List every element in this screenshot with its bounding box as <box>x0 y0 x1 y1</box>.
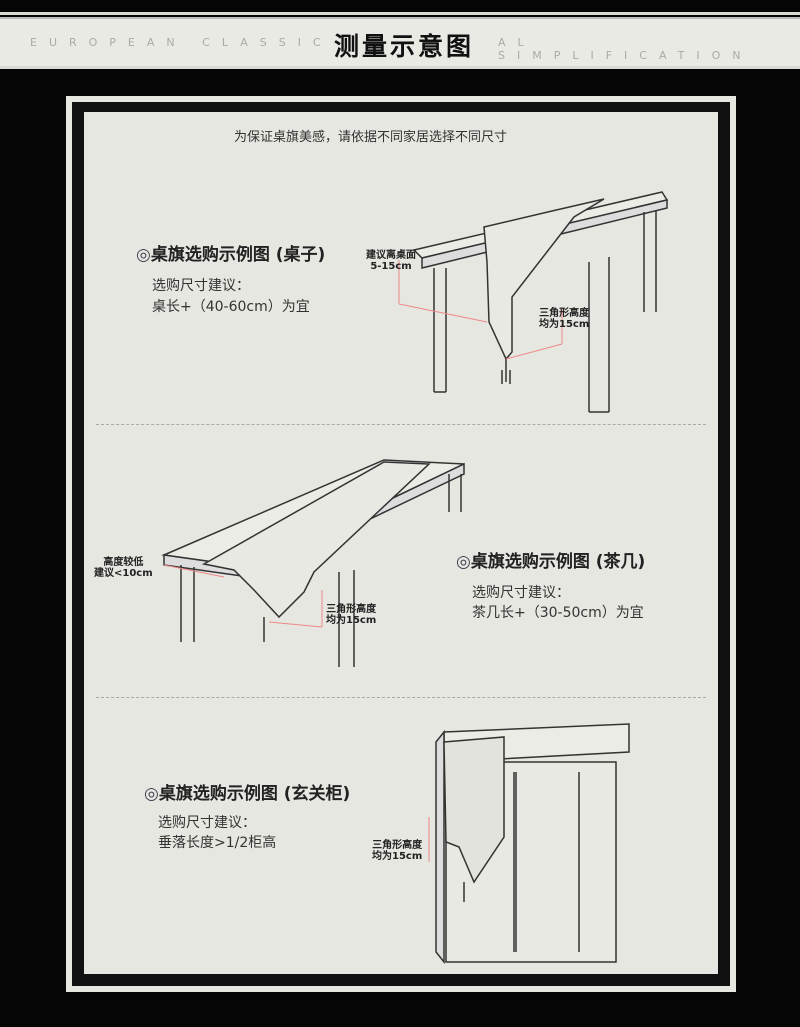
section-divider <box>96 424 706 425</box>
cabinet-drawing <box>428 723 630 965</box>
header-left-text: EUROPEAN CLASSIC <box>30 36 333 49</box>
intro-text: 为保证桌旗美感，请依据不同家居选择不同尺寸 <box>234 130 508 145</box>
content-panel: 为保证桌旗美感，请依据不同家居选择不同尺寸 ◎桌旗选购示例图 (桌子) 选购尺寸… <box>84 112 718 974</box>
size-advice-label: 选购尺寸建议： <box>158 815 256 831</box>
section-heading-coffee-table: ◎桌旗选购示例图 (茶几) <box>456 547 645 572</box>
bullet-icon: ◎ <box>136 245 151 265</box>
page-title: 测量示意图 <box>334 32 475 61</box>
heading-text: 桌旗选购示例图 (茶几) <box>470 552 646 572</box>
bullet-icon: ◎ <box>144 784 159 804</box>
heading-text: 桌旗选购示例图 (玄关柜) <box>158 784 351 804</box>
size-advice-label: 选购尺寸建议： <box>472 585 570 601</box>
dimension-label: 高度较低建议<10cm <box>94 557 153 579</box>
bullet-icon: ◎ <box>456 552 471 572</box>
coffee-table-drawing <box>161 459 465 667</box>
dimension-label: 三角形高度均为15cm <box>326 604 377 626</box>
section-heading-cabinet: ◎桌旗选购示例图 (玄关柜) <box>144 779 350 804</box>
size-advice-value: 垂落长度>1/2柜高 <box>158 835 277 851</box>
dimension-label: 三角形高度均为15cm <box>372 840 423 862</box>
size-advice-value: 桌长+（40-60cm）为宜 <box>152 299 310 315</box>
dining-table-drawing <box>398 191 669 413</box>
furniture-illustrations <box>161 191 669 965</box>
section-divider <box>96 697 706 698</box>
header-right-text: AL SIMPLIFICATION <box>498 36 753 62</box>
dimension-label: 三角形高度均为15cm <box>539 308 590 330</box>
heading-text: 桌旗选购示例图 (桌子) <box>150 245 326 265</box>
section-heading-table: ◎桌旗选购示例图 (桌子) <box>136 240 325 265</box>
header-band: EUROPEAN CLASSIC 测量示意图 AL SIMPLIFICATION <box>0 17 800 66</box>
size-advice-label: 选购尺寸建议： <box>152 278 250 294</box>
size-advice-value: 茶几长+（30-50cm）为宜 <box>472 605 644 621</box>
